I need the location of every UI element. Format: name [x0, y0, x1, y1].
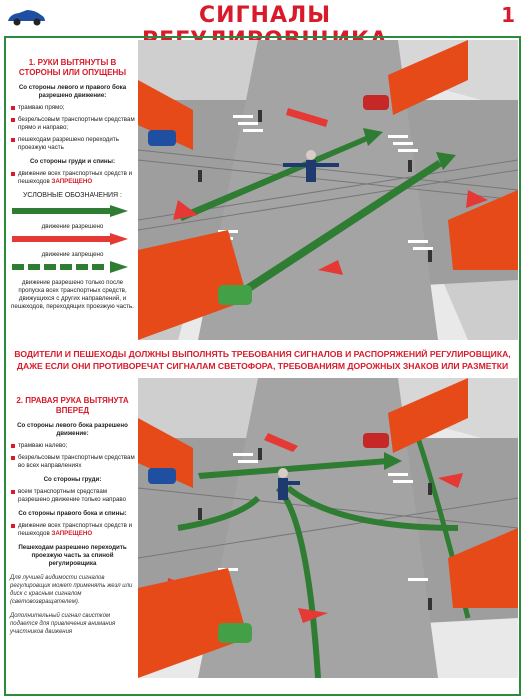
- section2-heading: 2. ПРАВАЯ РУКА ВЫТЯНУТА ВПЕРЕД: [16, 396, 129, 415]
- legend-forbidden: движение запрещено: [41, 251, 104, 258]
- legend-title: УСЛОВНЫЕ ОБОЗНАЧЕНИЯ :: [22, 192, 123, 199]
- pedestrians: [198, 110, 432, 262]
- section2-pedestrians: Пешеходам разрешено переходить проезжую …: [18, 544, 127, 567]
- section1-intersection-illustration: [138, 40, 518, 340]
- section2-sub1: Со стороны левого бока разрешено движени…: [17, 422, 128, 437]
- section2-intersection-illustration: [138, 378, 518, 678]
- section1-panel: 1. РУКИ ВЫТЯНУТЫ В СТОРОНЫ ИЛИ ОПУЩЕНЫ С…: [10, 58, 135, 313]
- forbidden-label: ЗАПРЕЩЕНО: [51, 178, 93, 185]
- section2-note1: Для лучшей видимости сигналов регулировщ…: [10, 575, 133, 605]
- red-car: [363, 95, 389, 110]
- section2-item-3: всем транспортным средствам разрешено дв…: [10, 488, 135, 504]
- green-car: [218, 623, 252, 643]
- warning-banner: ВОДИТЕЛИ И ПЕШЕХОДЫ ДОЛЖНЫ ВЫПОЛНЯТЬ ТРЕ…: [14, 349, 511, 371]
- forbidden-label: ЗАПРЕЩЕНО: [51, 530, 93, 537]
- traffic-officer: [283, 150, 339, 182]
- section1-sub2: Со стороны груди и спины:: [29, 158, 116, 165]
- green-arrow-icon: [12, 205, 128, 217]
- section2-panel: 2. ПРАВАЯ РУКА ВЫТЯНУТА ВПЕРЕД Со сторон…: [10, 396, 135, 636]
- section2-item-2: безрельсовым транспортным средствам во в…: [10, 454, 135, 470]
- header: СИГНАЛЫ РЕГУЛИРОВЩИКА 1: [0, 0, 525, 53]
- section1-sub1: Со стороны левого и правого бока разреше…: [18, 84, 127, 99]
- section1-forbid-item: движение всех транспортных средств и пеш…: [10, 170, 135, 186]
- red-car: [363, 433, 389, 448]
- section1-item-1: трамваю прямо;: [10, 104, 135, 112]
- section1-heading: 1. РУКИ ВЫТЯНУТЫ В СТОРОНЫ ИЛИ ОПУЩЕНЫ: [18, 58, 127, 77]
- legend-allowed: движение разрешено: [41, 223, 104, 230]
- blue-car: [148, 130, 176, 146]
- dashed-green-arrow-icon: [12, 261, 128, 273]
- car-logo-icon: [8, 10, 45, 26]
- red-forbidden-arrows: [173, 108, 488, 275]
- green-car: [218, 285, 252, 305]
- legend-after: движение разрешено только после пропуска…: [11, 279, 134, 310]
- traffic-officer: [278, 468, 300, 500]
- section2-sub3: Со стороны правого бока и спины:: [18, 510, 127, 517]
- green-movement-arrows: [178, 128, 456, 296]
- trams: [138, 378, 518, 678]
- section2-item-1: трамваю налево;: [10, 442, 135, 450]
- red-arrow-icon: [12, 233, 128, 245]
- trams: [138, 40, 518, 340]
- section1-item-2: безрельсовым транспортным средствам прям…: [10, 116, 135, 132]
- section2-note2: Дополнительный сигнал свистком подается …: [10, 613, 116, 635]
- section2-forbid-item: движение всех транспортных средств и пеш…: [10, 522, 135, 538]
- section1-item-3: пешеходам разрешено переходить проезжую …: [10, 136, 135, 152]
- poster-frame: [4, 36, 521, 696]
- blue-car: [148, 468, 176, 484]
- pedestrians: [198, 448, 432, 610]
- page-number: 1: [501, 3, 515, 27]
- section2-sub2: Со стороны груди:: [43, 476, 102, 483]
